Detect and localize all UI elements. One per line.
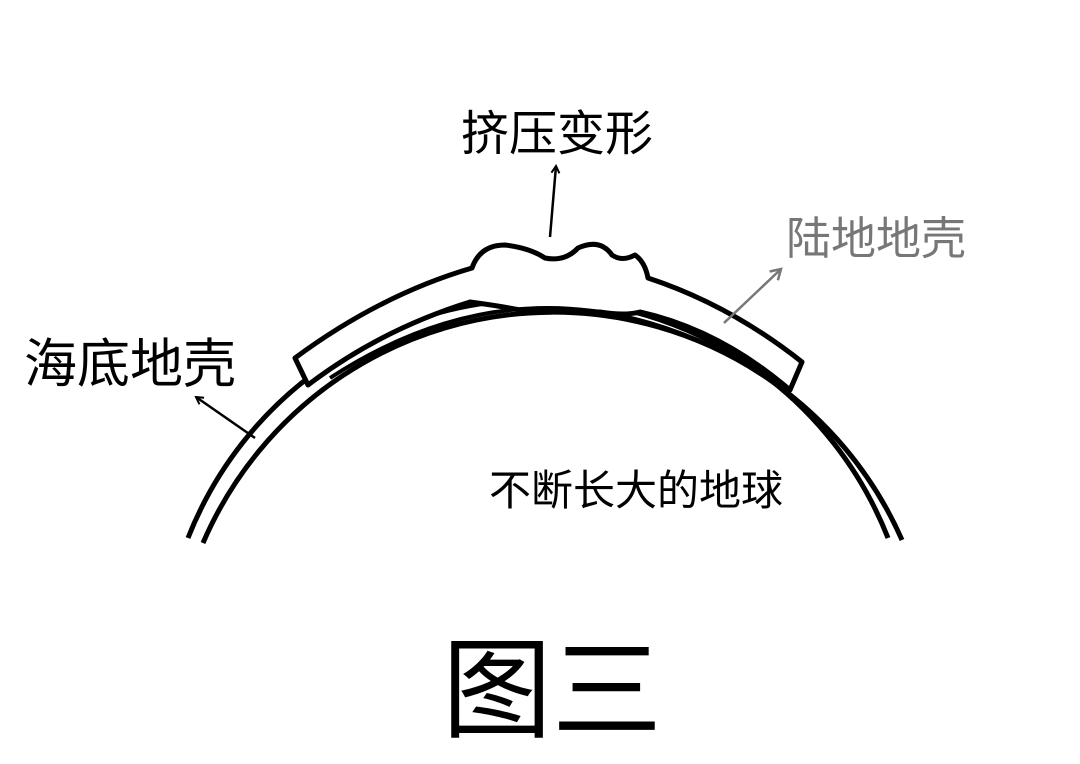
growing-earth-label: 不断长大的地球 [489, 466, 784, 515]
continental-crust [292, 241, 805, 393]
figure-caption: 图三 [442, 627, 662, 755]
inner-earth-arc-under-crust [328, 306, 772, 380]
compression-label: 挤压变形 [461, 106, 654, 162]
compression-arrow [548, 166, 556, 238]
continental-crust-arrow [723, 269, 781, 324]
oceanic-crust-label: 海底地壳 [24, 334, 236, 395]
oceanic-crust-arrow [196, 397, 256, 440]
continental-crust-label: 陆地地壳 [786, 212, 967, 265]
